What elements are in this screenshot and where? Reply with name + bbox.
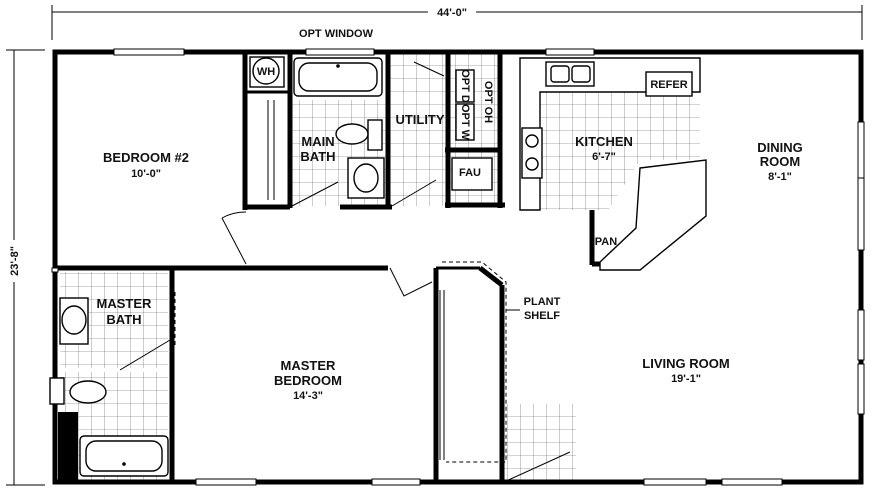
main-bath-label-1: MAIN xyxy=(301,134,334,149)
height-label: 23'-8" xyxy=(9,246,21,276)
windows xyxy=(51,48,865,486)
fau-label: FAU xyxy=(459,167,481,179)
main-bath-label-2: BATH xyxy=(300,149,335,164)
height-dimension: 23'-8" xyxy=(6,49,45,486)
room-labels: BEDROOM #2 10'-0" MAIN BATH UTILITY WH O… xyxy=(97,66,803,402)
fixtures xyxy=(49,56,707,480)
doors xyxy=(119,61,571,483)
wh-label: WH xyxy=(257,66,275,78)
living-room-name: LIVING ROOM xyxy=(642,356,729,371)
width-dimension: 44'-0" xyxy=(51,5,863,40)
entry-floor xyxy=(504,404,576,484)
living-room-size: 19'-1" xyxy=(671,373,701,385)
dining-size: 8'-1" xyxy=(768,171,792,183)
master-bath-label-1: MASTER xyxy=(97,296,153,311)
plant-shelf-label-2: SHELF xyxy=(524,310,560,322)
master-bedroom-size: 14'-3" xyxy=(293,390,323,402)
refer-label: REFER xyxy=(650,79,687,91)
opt-oh-label: OPT OH xyxy=(482,81,494,123)
kitchen-floor xyxy=(540,92,700,210)
master-bedroom-label-2: BEDROOM xyxy=(274,373,342,388)
opt-window-label: OPT WINDOW xyxy=(299,28,374,40)
pan-label: PAN xyxy=(595,236,617,248)
bedroom2-name: BEDROOM #2 xyxy=(103,150,189,165)
master-bedroom-label-1: MASTER xyxy=(281,358,337,373)
master-bath-label-2: BATH xyxy=(106,312,141,327)
kitchen-name: KITCHEN xyxy=(575,134,633,149)
bedroom2-size: 10'-0" xyxy=(131,168,161,180)
interior-walls xyxy=(55,52,622,482)
plant-shelf-label-1: PLANT xyxy=(524,296,561,308)
opt-d-label: OPT D xyxy=(459,69,471,103)
width-label: 44'-0" xyxy=(437,7,467,19)
dining-label-1: DINING xyxy=(757,140,803,155)
utility-label: UTILITY xyxy=(395,112,444,127)
dining-label-2: ROOM xyxy=(760,154,800,169)
kitchen-size: 6'-7" xyxy=(592,151,616,163)
opt-w-label: OPT W xyxy=(459,104,471,141)
